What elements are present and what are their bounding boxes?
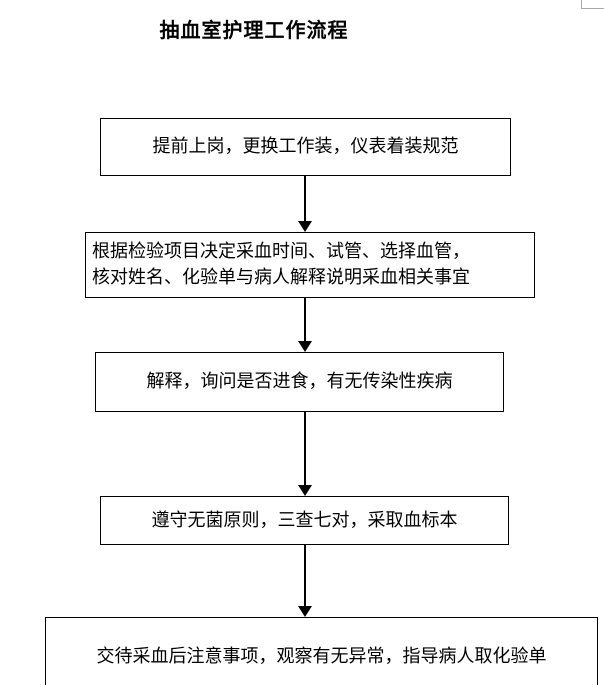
flow-node-step-3-label: 解释，询问是否进食，有无传染性疾病 xyxy=(146,371,453,393)
flow-node-step-2[interactable]: 根据检验项目决定采血时间、试管、选择血管， 核对姓名、化验单与病人解释说明采血相… xyxy=(85,232,535,298)
page-corner-guide-icon xyxy=(581,0,604,9)
flow-node-step-1-label: 提前上岗，更换工作装，仪表着装规范 xyxy=(152,136,459,158)
page-title: 抽血室护理工作流程 xyxy=(159,18,349,42)
flow-node-step-5-label: 交待采血后注意事项，观察有无异常，指导病人取化验单 xyxy=(96,646,547,668)
flow-node-step-3[interactable]: 解释，询问是否进食，有无传染性疾病 xyxy=(95,352,504,412)
flow-node-step-5[interactable]: 交待采血后注意事项，观察有无异常，指导病人取化验单 xyxy=(45,617,598,685)
flow-node-step-1[interactable]: 提前上岗，更换工作装，仪表着装规范 xyxy=(100,118,511,176)
flow-node-step-4-label: 遵守无菌原则，三查七对，采取血标本 xyxy=(151,509,458,531)
flow-node-step-2-label: 根据检验项目决定采血时间、试管、选择血管， 核对姓名、化验单与病人解释说明采血相… xyxy=(92,241,470,288)
flow-node-step-4[interactable]: 遵守无菌原则，三查七对，采取血标本 xyxy=(100,496,509,545)
